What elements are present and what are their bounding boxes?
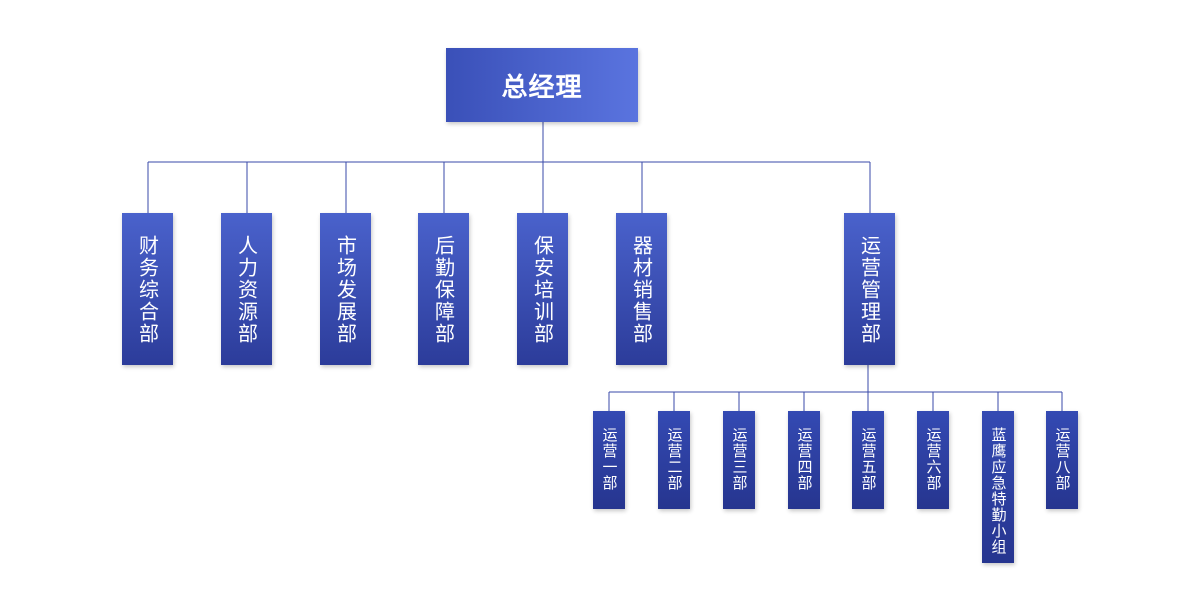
sub-node-ops-8: 运营八部 (1046, 411, 1078, 509)
root-node-general-manager: 总经理 (446, 48, 638, 122)
dept-node-label: 器材销售部 (629, 235, 654, 345)
dept-node-security-training: 保安培训部 (517, 213, 568, 365)
dept-node-label: 保安培训部 (530, 235, 555, 345)
dept-node-hr: 人力资源部 (221, 213, 272, 365)
dept-node-finance: 财务综合部 (122, 213, 173, 365)
sub-node-label: 运营一部 (600, 427, 619, 491)
sub-node-label: 运营六部 (924, 427, 943, 491)
dept-node-equipment-sales: 器材销售部 (616, 213, 667, 365)
dept-node-logistics: 后勤保障部 (418, 213, 469, 365)
sub-node-ops-6: 运营六部 (917, 411, 949, 509)
sub-node-ops-5: 运营五部 (852, 411, 884, 509)
dept-node-market: 市场发展部 (320, 213, 371, 365)
dept-node-label: 市场发展部 (333, 235, 358, 345)
sub-node-ops-3: 运营三部 (723, 411, 755, 509)
sub-node-label: 运营四部 (795, 427, 814, 491)
sub-node-label: 蓝鹰应急特勤小组 (989, 427, 1008, 555)
sub-node-label: 运营二部 (665, 427, 684, 491)
dept-node-operations: 运营管理部 (844, 213, 895, 365)
sub-node-ops-4: 运营四部 (788, 411, 820, 509)
sub-node-label: 运营八部 (1053, 427, 1072, 491)
dept-node-label: 后勤保障部 (431, 235, 456, 345)
sub-node-label: 运营三部 (730, 427, 749, 491)
dept-node-label: 财务综合部 (135, 235, 160, 345)
dept-node-label: 人力资源部 (234, 235, 259, 345)
sub-node-label: 运营五部 (859, 427, 878, 491)
root-node-label: 总经理 (501, 72, 583, 103)
sub-node-blue-eagle-team: 蓝鹰应急特勤小组 (982, 411, 1014, 563)
sub-node-ops-2: 运营二部 (658, 411, 690, 509)
dept-node-label: 运营管理部 (857, 235, 882, 345)
sub-node-ops-1: 运营一部 (593, 411, 625, 509)
